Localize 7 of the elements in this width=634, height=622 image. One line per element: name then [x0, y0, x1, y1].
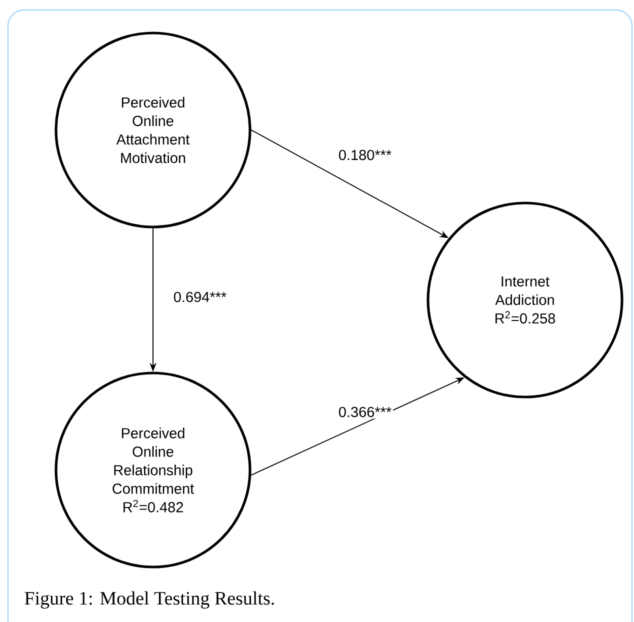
edge-label: 0.694***: [172, 290, 228, 304]
circle-node: Perceived Online Attachment Motivation: [54, 32, 252, 228]
caption: Figure 1: Model Testing Results.: [24, 591, 274, 609]
circle-node: Perceived Online Relationship Commitment R$^{2}$=0.482: [54, 372, 252, 568]
edge-label: 0.366***: [336, 405, 394, 419]
circle-node: Internet Addiction R$^{2}$=0.258: [426, 202, 624, 398]
edge-label: 0.180***: [336, 148, 394, 162]
